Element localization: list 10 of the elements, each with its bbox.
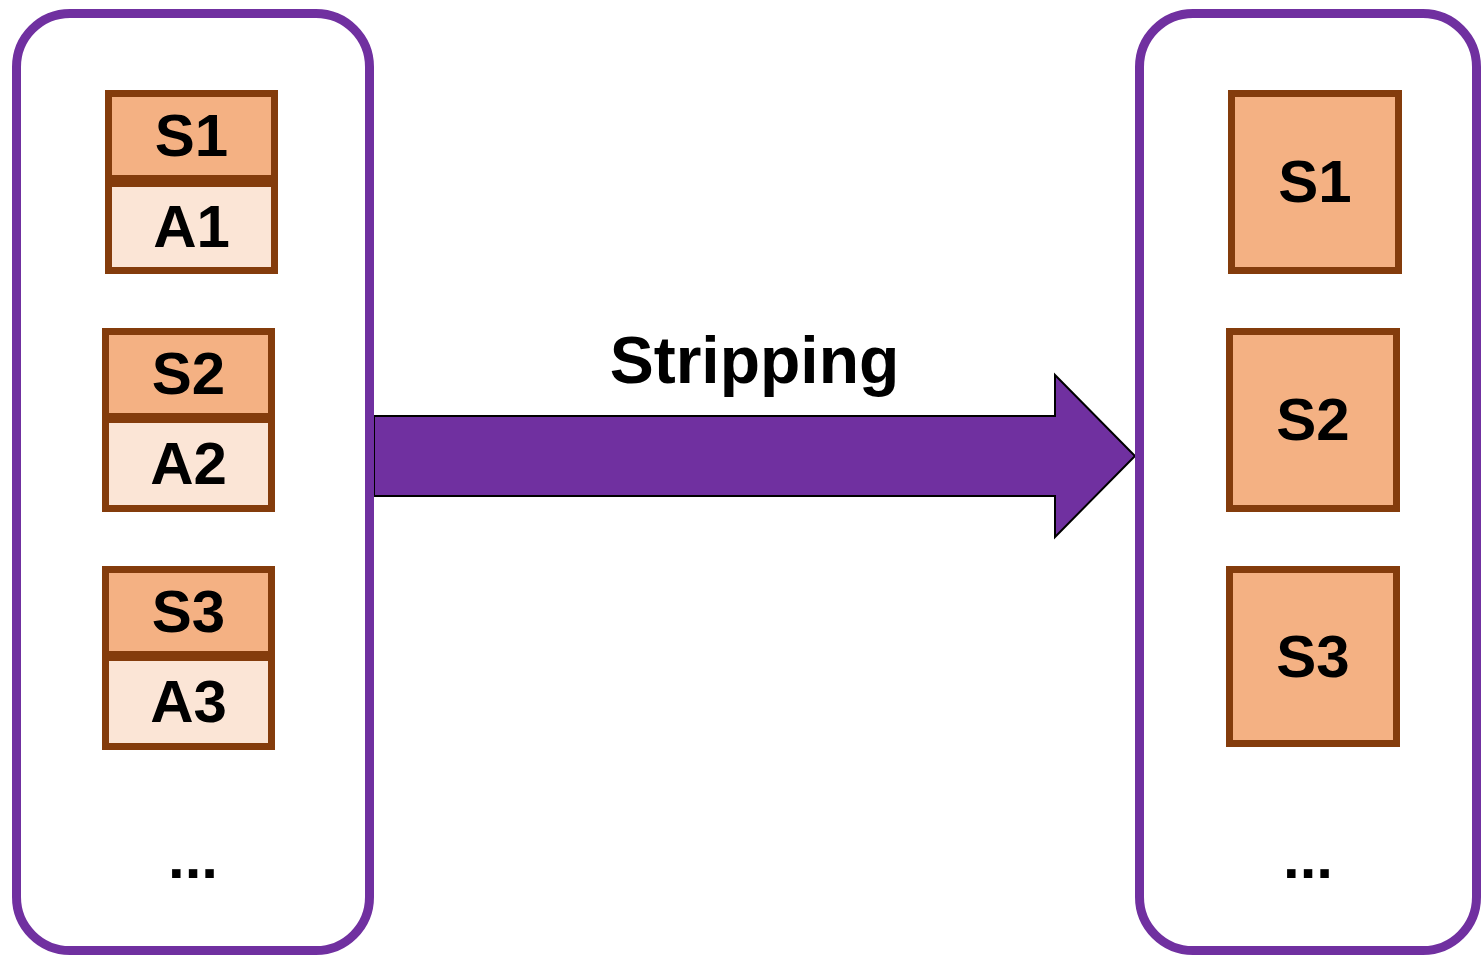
segment-box: S3 — [1226, 566, 1400, 747]
ellipsis-text: ... — [167, 828, 219, 888]
segment-box: S2 — [1226, 328, 1400, 512]
attribute-box: A1 — [105, 180, 278, 274]
block-arrow — [373, 372, 1137, 540]
ellipsis-text: ... — [1282, 828, 1334, 888]
container-panel — [1135, 9, 1481, 955]
container-panel — [12, 9, 374, 955]
segment-box: S1 — [1228, 90, 1402, 274]
segment-box: S1 — [105, 90, 278, 182]
